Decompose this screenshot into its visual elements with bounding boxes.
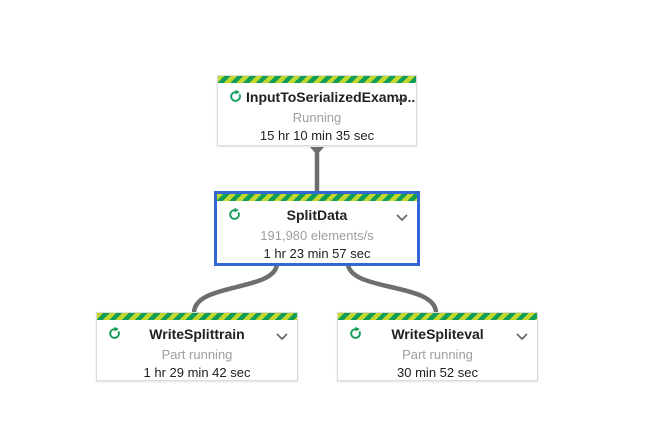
node-status: Running bbox=[292, 110, 342, 125]
node-elapsed-time: 30 min 52 sec bbox=[397, 365, 478, 380]
edge-input-to-splitdata bbox=[310, 147, 324, 192]
node-split-data[interactable]: SplitData 191,980 elements/s 1 hr 23 min… bbox=[214, 191, 420, 266]
chevron-down-icon[interactable] bbox=[395, 91, 407, 109]
node-title: InputToSerializedExamp... bbox=[246, 89, 416, 105]
node-elapsed-time: 1 hr 23 min 57 sec bbox=[263, 246, 371, 261]
node-elapsed-time: 15 hr 10 min 35 sec bbox=[259, 128, 375, 143]
node-write-split-eval[interactable]: WriteSpliteval Part running 30 min 52 se… bbox=[337, 312, 538, 381]
running-spinner-icon bbox=[227, 207, 242, 222]
node-title: SplitData bbox=[286, 207, 348, 223]
running-stripe bbox=[218, 76, 416, 83]
running-spinner-icon bbox=[348, 326, 363, 341]
chevron-down-icon[interactable] bbox=[516, 328, 528, 346]
running-stripe bbox=[217, 194, 417, 201]
running-spinner-icon bbox=[107, 326, 122, 341]
node-status: 191,980 elements/s bbox=[260, 228, 374, 243]
running-stripe bbox=[97, 313, 297, 320]
node-status: Part running bbox=[161, 347, 233, 362]
chevron-down-icon[interactable] bbox=[396, 209, 408, 227]
edge-splitdata-to-writespliteval bbox=[345, 260, 439, 316]
chevron-down-icon[interactable] bbox=[276, 328, 288, 346]
node-elapsed-time: 1 hr 29 min 42 sec bbox=[143, 365, 251, 380]
node-input-to-serialized-examples[interactable]: InputToSerializedExamp... Running 15 hr … bbox=[217, 75, 417, 146]
node-write-split-train[interactable]: WriteSplittrain Part running 1 hr 29 min… bbox=[96, 312, 298, 381]
edge-splitdata-to-writesplittrain bbox=[191, 260, 280, 316]
node-status: Part running bbox=[402, 347, 473, 362]
running-stripe bbox=[338, 313, 537, 320]
node-title: WriteSpliteval bbox=[391, 326, 484, 342]
node-title: WriteSplittrain bbox=[149, 326, 245, 342]
running-spinner-icon bbox=[228, 89, 243, 104]
